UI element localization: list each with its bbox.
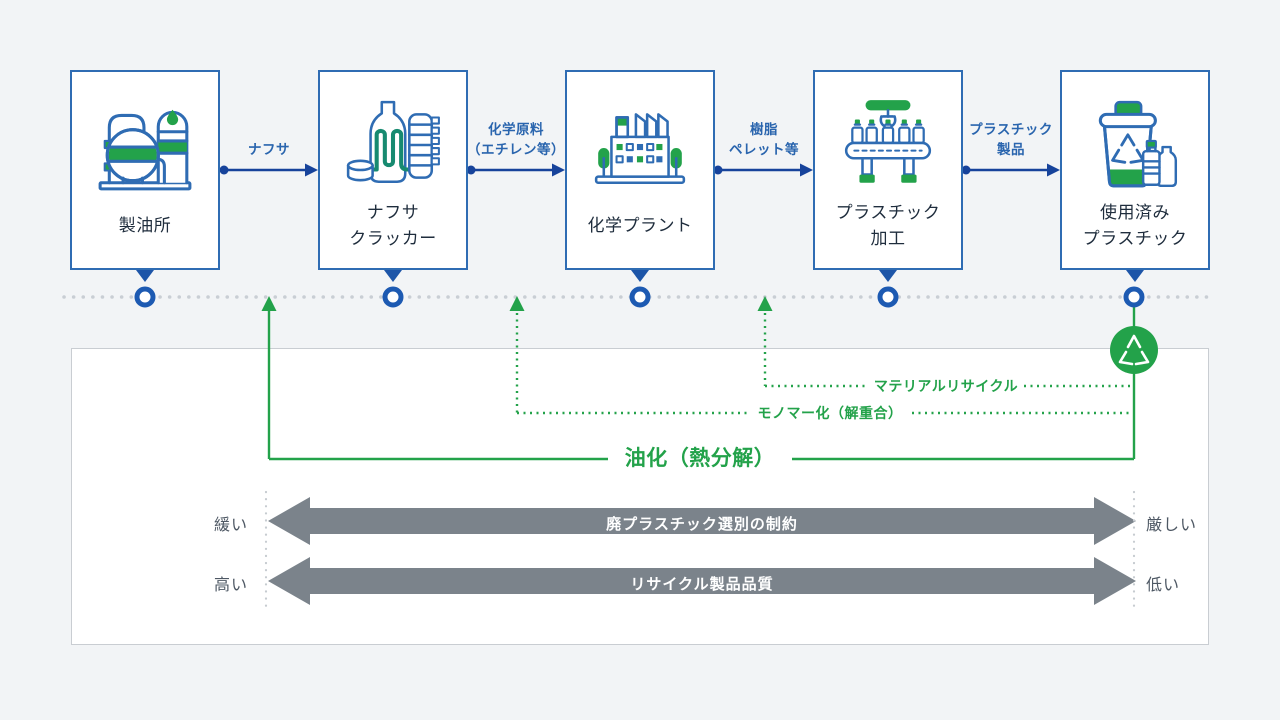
- axis-label-sorting-constraint: 廃プラスチック選別の制約: [606, 516, 798, 533]
- recycle-badge-icon: [1110, 326, 1158, 374]
- naphtha-cracker-icon: [342, 94, 444, 196]
- flow-arrow-naphtha: [219, 163, 318, 177]
- flow-label-chemical-raw: 化学原料 （エチレン等）: [467, 122, 565, 157]
- route-arrowheads: [261, 296, 773, 311]
- flow-arrows: [219, 163, 1060, 177]
- flow-arrow-resin-pellet: [713, 163, 813, 177]
- flow-arrow-chemical-raw: [466, 163, 565, 177]
- chemical-plant-icon: [589, 94, 691, 196]
- stage-label-used-plastic: 使用済み プラスチック: [1082, 203, 1188, 248]
- stage-box-chemical-plant: 化学プラント: [565, 70, 715, 270]
- stage-box-plastic-processing: プラスチック 加工: [813, 70, 963, 270]
- route-label-material-recycle: マテリアルリサイクル: [873, 378, 1019, 394]
- stage-label-naphtha-cracker: ナフサ クラッカー: [349, 203, 437, 248]
- flow-label-resin-pellet: 樹脂 ペレット等: [729, 122, 799, 157]
- route-label-oilification: 油化（熱分解）: [624, 447, 776, 470]
- comparison-panel: [71, 348, 1209, 645]
- oilification-route: [267, 308, 1136, 461]
- stage-box-refinery: 製油所: [70, 70, 220, 270]
- axis-arrow-quality: [268, 557, 1136, 605]
- timeline-markers: [134, 286, 1145, 308]
- route-label-monomer: モノマー化（解重合）: [757, 405, 903, 421]
- axis-guides: [264, 490, 1136, 614]
- stage-label-chemical-plant: 化学プラント: [587, 216, 693, 235]
- axis-left-label-loose: 緩い: [213, 517, 248, 534]
- stage-drop-triangles: [136, 270, 1144, 282]
- plastic-processing-icon: [837, 94, 939, 196]
- stage-box-used-plastic: 使用済み プラスチック: [1060, 70, 1210, 270]
- stage-label-refinery: 製油所: [118, 216, 172, 235]
- axis-arrow-sorting: [268, 497, 1136, 545]
- stage-box-naphtha-cracker: ナフサ クラッカー: [318, 70, 468, 270]
- stage-label-plastic-processing: プラスチック 加工: [835, 203, 941, 248]
- axis-label-product-quality: リサイクル製品品質: [630, 576, 774, 593]
- refinery-icon: [94, 94, 196, 196]
- axis-right-label-low: 低い: [1146, 577, 1181, 594]
- material-recycle-route: [763, 313, 1134, 388]
- flow-label-plastic-product: プラスチック 製品: [969, 122, 1053, 157]
- used-plastic-icon: [1084, 94, 1186, 196]
- axis-left-label-high: 高い: [213, 577, 248, 594]
- flow-arrow-plastic-product: [961, 163, 1060, 177]
- flow-label-naphtha: ナフサ: [248, 142, 290, 157]
- axis-right-label-strict: 厳しい: [1146, 517, 1198, 534]
- comparison-arrows: [268, 497, 1136, 605]
- monomer-route: [515, 313, 1134, 415]
- recycle-route-lines: [261, 296, 1136, 461]
